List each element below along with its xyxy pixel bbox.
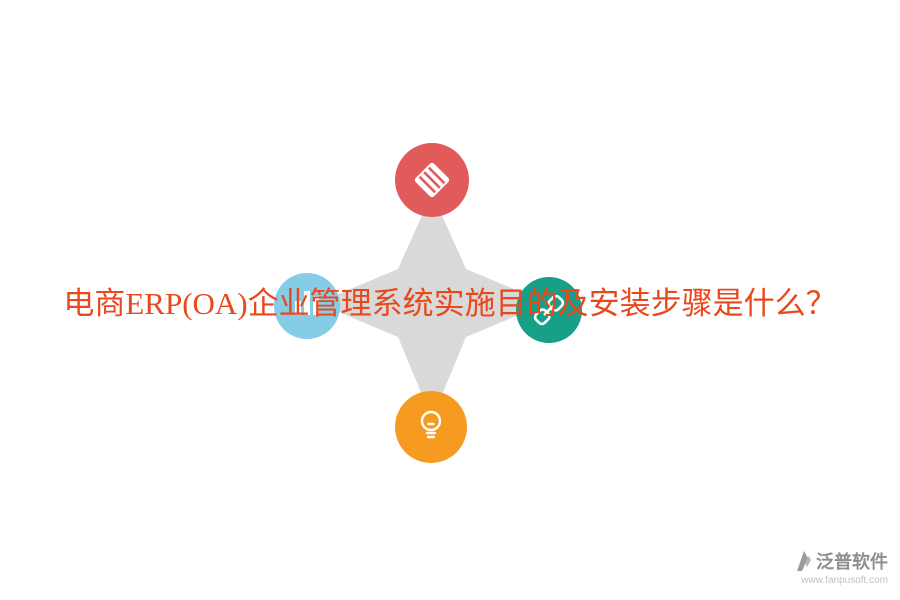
node-bottom	[395, 391, 467, 463]
watermark: 泛普软件 www.fanpusoft.com	[794, 548, 888, 586]
page-title: 电商ERP(OA)企业管理系统实施目的及安装步骤是什么？	[63, 286, 837, 321]
link-icon	[533, 294, 565, 326]
memo-hatched-icon	[414, 162, 450, 198]
node-right	[516, 277, 582, 343]
fanpu-logo-icon	[797, 551, 811, 571]
cross-connector-shape	[317, 193, 547, 419]
node-top	[395, 143, 469, 217]
node-bottom-circle	[395, 391, 467, 463]
lightbulb-icon	[420, 410, 442, 439]
bar-chart-icon	[295, 291, 319, 315]
watermark-url: www.fanpusoft.com	[801, 575, 888, 586]
watermark-brand: 泛普软件	[816, 552, 888, 572]
node-left	[274, 273, 340, 339]
